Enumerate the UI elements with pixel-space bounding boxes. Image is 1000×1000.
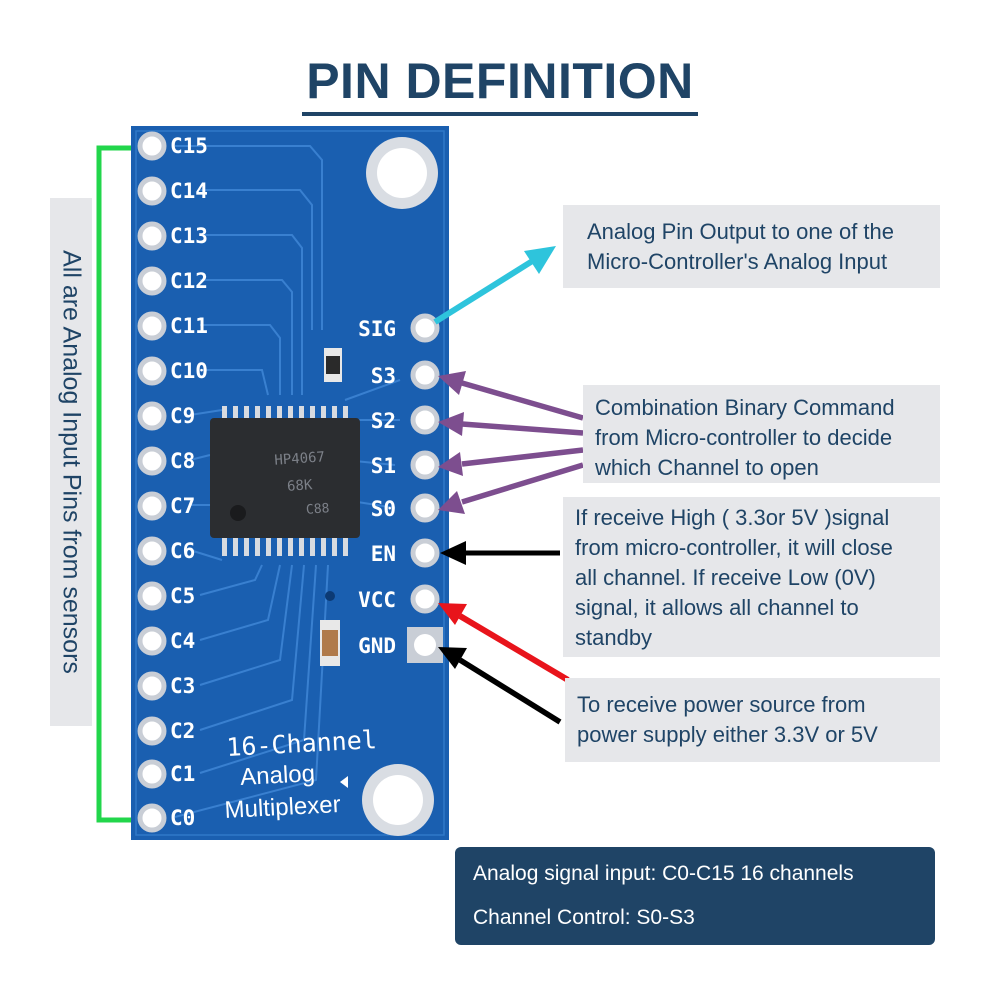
info-line-1: Analog signal input: C0-C15 16 channels xyxy=(473,862,854,885)
pin-pad-en xyxy=(410,538,440,568)
pin-label-c0: C0 xyxy=(170,806,195,830)
callout-sig: Analog Pin Output to one of the Micro-Co… xyxy=(563,205,940,288)
ic-marking-line1: HP4067 xyxy=(274,449,326,468)
pin-pad-c0 xyxy=(137,803,167,833)
pin-label-c10: C10 xyxy=(170,359,208,383)
callout-enable-line2: from micro-controller, it will close xyxy=(575,535,893,560)
mounting-hole-bottom-inner xyxy=(373,775,423,825)
callout-power: To receive power source from power suppl… xyxy=(565,678,940,762)
callout-enable: If receive High ( 3.3or 5V )signal from … xyxy=(563,497,940,657)
left-pin-labels: C15 C14 C13 C12 C11 C10 C9 C8 C7 C6 C5 C… xyxy=(170,134,208,830)
pin-label-sig: SIG xyxy=(358,317,396,341)
pin-pad-c6 xyxy=(137,536,167,566)
callout-enable-line3: all channel. If receive Low (0V) xyxy=(575,565,876,590)
pin-pad-c11 xyxy=(137,311,167,341)
ic-chip: HP4067 68K C88 xyxy=(210,406,360,556)
en-arrow xyxy=(440,541,560,565)
callout-select: Combination Binary Command from Micro-co… xyxy=(583,385,940,483)
pin-label-s1: S1 xyxy=(371,454,396,478)
pin-label-c2: C2 xyxy=(170,719,195,743)
pin-pad-c7 xyxy=(137,491,167,521)
info-box: Analog signal input: C0-C15 16 channels … xyxy=(455,847,935,945)
pin-pad-s3 xyxy=(410,360,440,390)
pin-pad-c4 xyxy=(137,626,167,656)
info-line-2: Channel Control: S0-S3 xyxy=(473,906,695,929)
pin-label-c11: C11 xyxy=(170,314,208,338)
via-dot xyxy=(325,591,335,601)
board-name: 16-Channel Analog Multiplexer xyxy=(224,725,378,824)
callout-sig-line2: Micro-Controller's Analog Input xyxy=(587,249,888,274)
pin-pad-c1 xyxy=(137,759,167,789)
pcb-traces xyxy=(174,145,401,818)
pin-pad-s0 xyxy=(410,493,440,523)
pin-label-s3: S3 xyxy=(371,364,396,388)
board-name-line2: Analog xyxy=(240,760,316,791)
callout-select-line3: which Channel to open xyxy=(595,455,819,480)
pin-pad-s2 xyxy=(410,405,440,435)
pcb-edge xyxy=(135,130,445,836)
callout-enable-line1: If receive High ( 3.3or 5V )signal xyxy=(575,505,890,530)
vcc-arrow xyxy=(438,603,570,683)
select-arrows xyxy=(438,371,584,514)
pin-pad-c14 xyxy=(137,176,167,206)
ic-marking-line3: C88 xyxy=(306,501,330,518)
pin-pad-c13 xyxy=(137,221,167,251)
right-pin-pads xyxy=(407,313,443,663)
pin-pad-c2 xyxy=(137,716,167,746)
callout-enable-line4: signal, it allows all channel to xyxy=(575,595,859,620)
pin-label-c6: C6 xyxy=(170,539,195,563)
smd-capacitor-bottom xyxy=(320,620,340,666)
pin-label-s0: S0 xyxy=(371,497,396,521)
pin-pad-sig xyxy=(410,313,440,343)
pin-pad-c8 xyxy=(137,446,167,476)
pin-pad-c3 xyxy=(137,671,167,701)
pin-label-s2: S2 xyxy=(371,409,396,433)
callout-power-line2: power supply either 3.3V or 5V xyxy=(577,722,878,747)
pin-pad-gnd-hole xyxy=(414,634,436,656)
small-triangle-mark xyxy=(340,776,348,788)
gnd-arrow xyxy=(438,647,562,725)
pin-pad-c15 xyxy=(137,131,167,161)
pin-label-c9: C9 xyxy=(170,404,195,428)
pin-label-c3: C3 xyxy=(170,674,195,698)
left-pin-pads xyxy=(137,131,167,833)
pin-label-c4: C4 xyxy=(170,629,195,653)
callout-select-line2: from Micro-controller to decide xyxy=(595,425,893,450)
pin-label-c12: C12 xyxy=(170,269,208,293)
page-title: PIN DEFINITION xyxy=(302,52,698,116)
sig-arrow xyxy=(433,246,556,325)
ic-body xyxy=(210,418,360,538)
pin-label-c8: C8 xyxy=(170,449,195,473)
callout-sig-line1: Analog Pin Output to one of the xyxy=(587,219,895,244)
pin-label-c13: C13 xyxy=(170,224,208,248)
pin-label-en: EN xyxy=(371,542,396,566)
green-bracket xyxy=(96,145,152,823)
side-label-box: All are Analog Input Pins from sensors xyxy=(50,198,92,726)
callout-power-line1: To receive power source from xyxy=(577,692,866,717)
pin-pad-c12 xyxy=(137,266,167,296)
ic-marking-line2: 68K xyxy=(287,477,314,495)
pin-pad-c9 xyxy=(137,401,167,431)
callout-select-line1: Combination Binary Command xyxy=(595,395,895,420)
pin-label-c14: C14 xyxy=(170,179,208,203)
pin-pad-c10 xyxy=(137,356,167,386)
pin-label-c1: C1 xyxy=(170,762,195,786)
smd-resistor-top xyxy=(324,348,342,382)
pin-label-c15: C15 xyxy=(170,134,208,158)
pin-label-c7: C7 xyxy=(170,494,195,518)
board-name-line3: Multiplexer xyxy=(224,791,341,824)
title-container: PIN DEFINITION xyxy=(0,52,1000,116)
pin-label-gnd: GND xyxy=(358,634,396,658)
ic-pin1-dot xyxy=(230,505,246,521)
mounting-hole-top-inner xyxy=(377,148,427,198)
pin-pad-c5 xyxy=(137,581,167,611)
pin-label-c5: C5 xyxy=(170,584,195,608)
right-pin-labels: SIG S3 S2 S1 S0 EN VCC GND xyxy=(358,317,396,658)
pin-pad-vcc xyxy=(410,584,440,614)
pin-pad-s1 xyxy=(410,450,440,480)
callout-enable-line5: standby xyxy=(575,625,653,650)
pin-label-vcc: VCC xyxy=(358,588,396,612)
